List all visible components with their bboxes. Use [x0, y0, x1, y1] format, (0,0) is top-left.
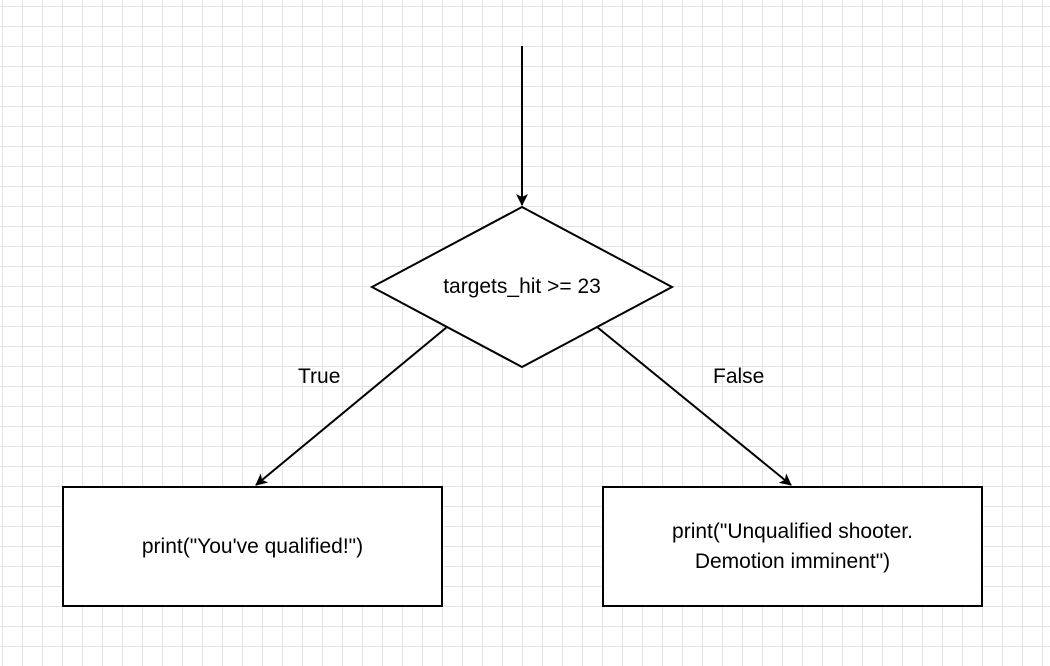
unqualified-box-text: print("Unqualified shooter. Demotion imm…: [603, 487, 982, 606]
false-branch-arrow: [596, 326, 792, 486]
qualified-process-box[interactable]: [62, 486, 443, 607]
qualified-print-statement: print("You've qualified!"): [141, 534, 364, 558]
unqualified-print-line-1: print("Unqualified shooter.: [672, 519, 913, 543]
qualified-box-text: print("You've qualified!"): [63, 487, 442, 606]
unqualified-process-box[interactable]: [602, 486, 983, 607]
false-edge-label: False: [713, 365, 765, 388]
decision-condition: targets_hit >= 23: [443, 275, 601, 298]
decision-text: targets_hit >= 23: [392, 267, 652, 307]
true-edge-label: True: [298, 365, 341, 388]
true-branch-arrow: [255, 326, 448, 486]
unqualified-print-line-2: Demotion imminent"): [694, 549, 891, 573]
